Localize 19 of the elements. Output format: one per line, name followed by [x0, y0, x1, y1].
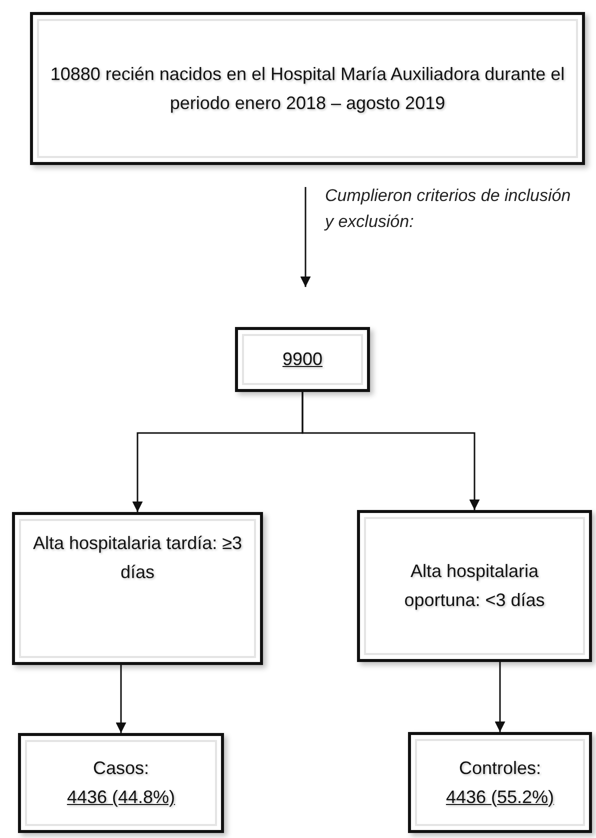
box-text: 4436 (55.2%) — [446, 786, 554, 809]
box-text: Controles: — [458, 756, 542, 780]
arrow — [300, 187, 311, 287]
box-text: 10880 recién nacidos en el Hospital María Auxiliadora durante el periodo enero 2018 – agosto 2019 — [49, 62, 566, 115]
process-box — [18, 733, 224, 833]
process-box — [30, 12, 585, 165]
box-text: 4436 (44.8%) — [66, 786, 176, 809]
arrow — [116, 665, 126, 733]
box-text: Alta hospitalaria oportuna: <3 días — [403, 560, 546, 612]
box-text: 9900 — [282, 348, 323, 372]
process-box — [408, 732, 592, 833]
arrow — [494, 662, 506, 732]
arrow — [302, 392, 480, 510]
box-text: Casos: — [92, 757, 150, 780]
process-box — [235, 327, 370, 392]
process-box — [357, 510, 592, 662]
edge-label: Cumplieron criterios de inclusión y exclusión: — [325, 185, 572, 234]
box-text: Alta hospitalaria tardía: ≥3 días — [32, 532, 243, 584]
process-box — [12, 512, 263, 665]
